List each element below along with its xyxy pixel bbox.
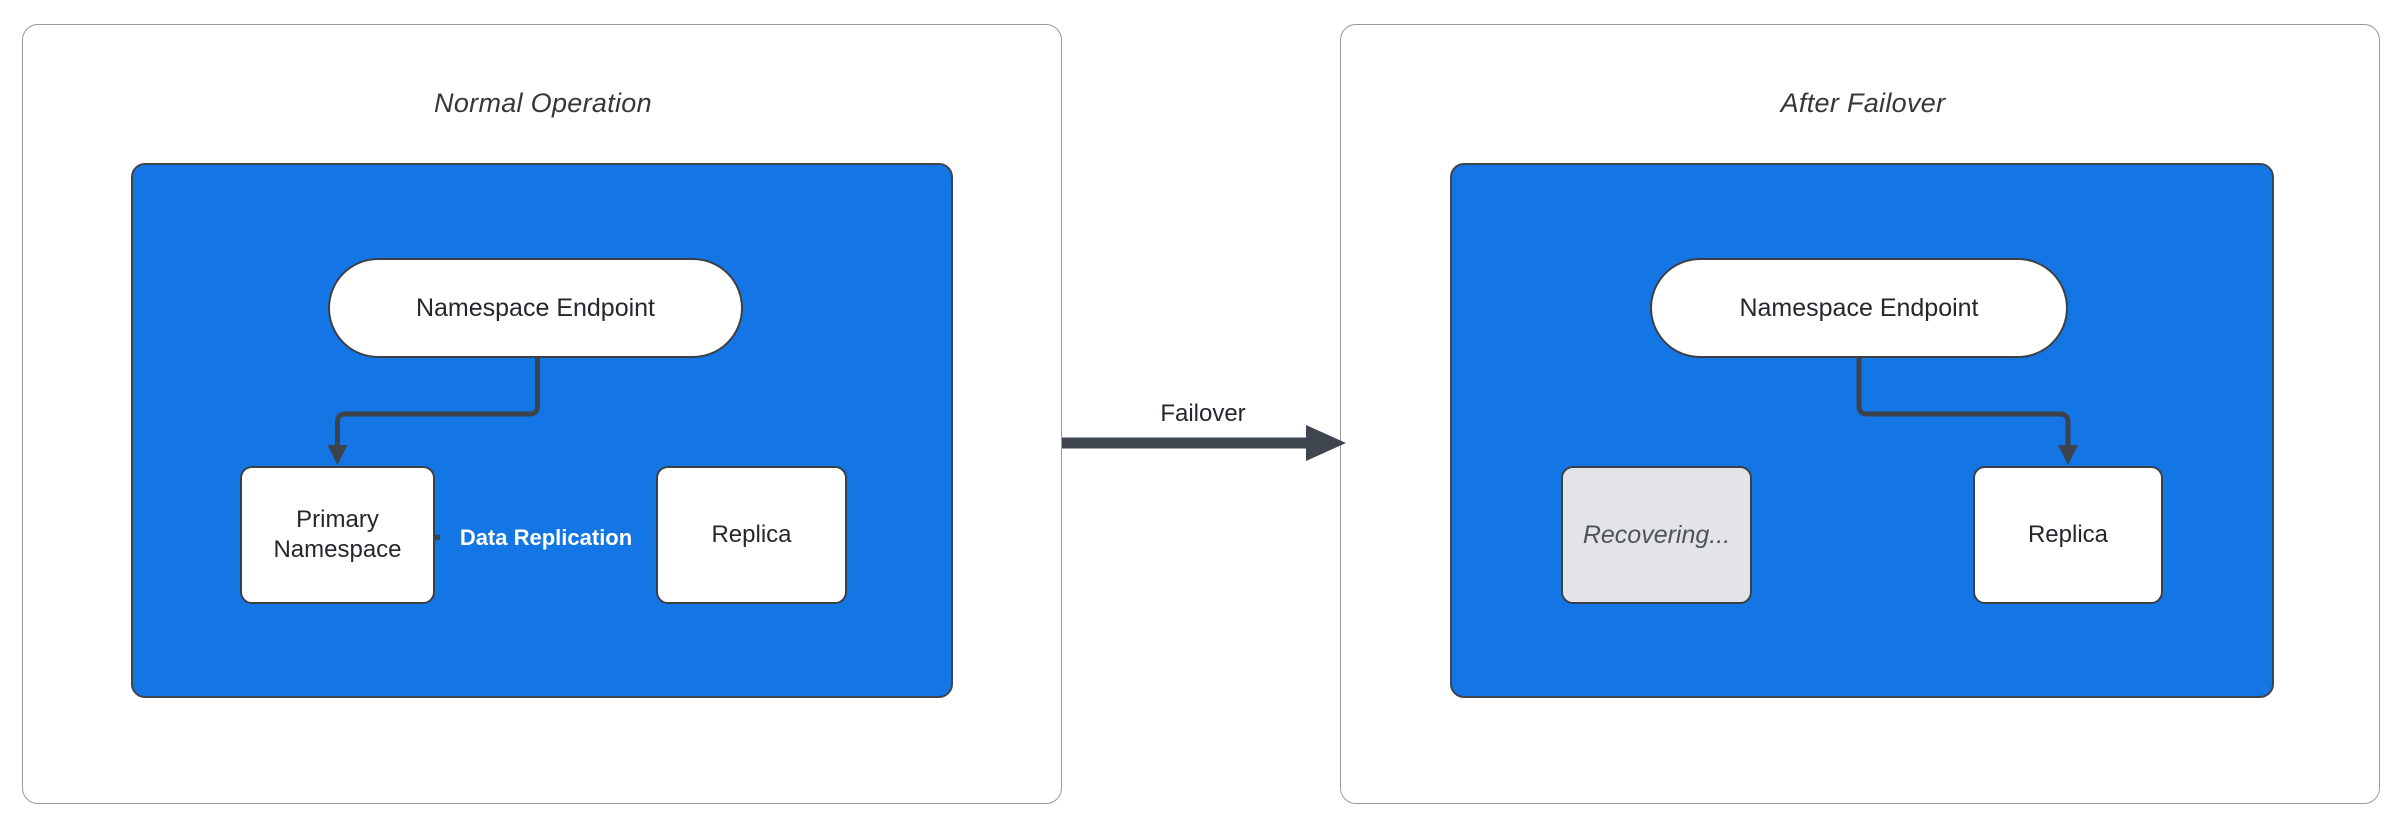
namespace-container-failover [1450, 163, 2274, 698]
panel-title-normal-operation: Normal Operation [434, 88, 652, 118]
replica-node-normal: Replica [656, 466, 847, 604]
replica-node-failover: Replica [1973, 466, 2163, 604]
namespace-container-normal [131, 163, 953, 698]
recovering-node: Recovering... [1561, 466, 1752, 604]
panel-title-after-failover: After Failover [1780, 88, 1946, 118]
failover-arrow-label: Failover [1160, 400, 1246, 427]
namespace-endpoint-node-failover: Namespace Endpoint [1650, 258, 2068, 358]
data-replication-edge-label: Data Replication [440, 523, 652, 553]
primary-namespace-node: Primary Namespace [240, 466, 435, 604]
namespace-endpoint-node-normal: Namespace Endpoint [328, 258, 743, 358]
